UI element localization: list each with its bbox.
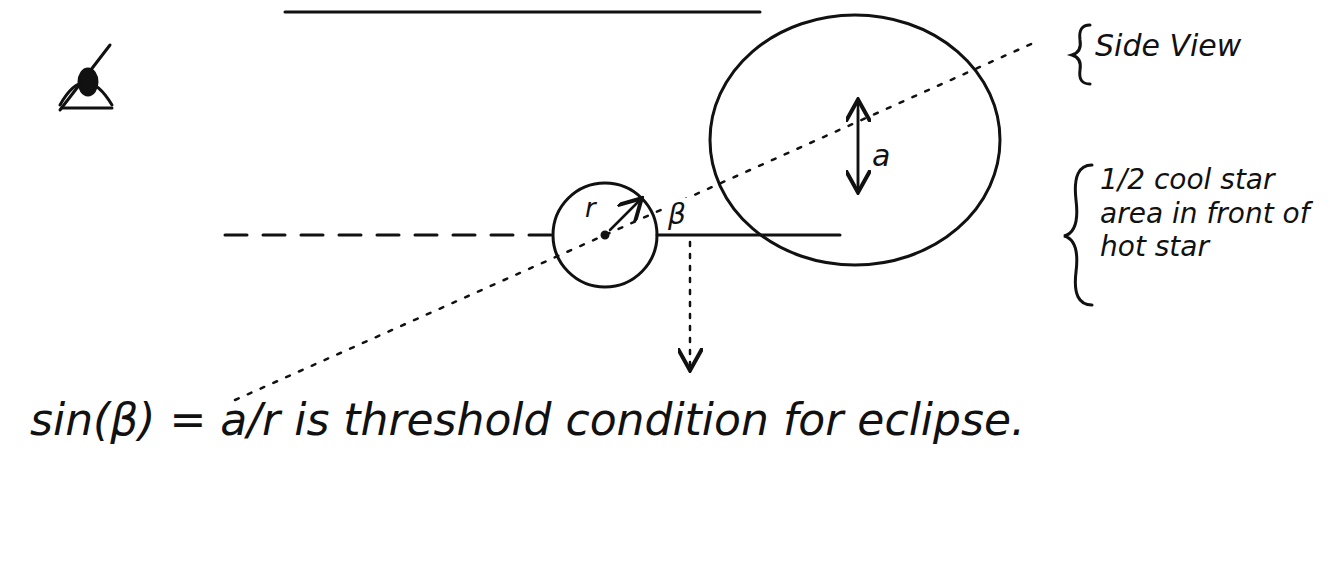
normal-line [689, 242, 692, 368]
sight-line [225, 234, 553, 237]
radius-arrow [610, 200, 640, 230]
area-note: 1/2 cool star area in front of hot star [1100, 163, 1315, 264]
brace [1064, 165, 1092, 305]
separation-arrow [857, 110, 860, 190]
threshold-note: sin(β) = a/r is threshold condition for … [30, 380, 1025, 459]
hot-star [710, 15, 1000, 265]
eye-symbol [60, 45, 112, 110]
top-line [285, 11, 760, 14]
tilt-line [235, 40, 1040, 400]
sight-line [657, 234, 840, 237]
radius-label: r [585, 193, 596, 224]
separation-label: a [872, 138, 890, 174]
brace [1072, 25, 1090, 84]
view-note: Side View [1095, 28, 1241, 64]
angle-label: β [666, 198, 688, 232]
